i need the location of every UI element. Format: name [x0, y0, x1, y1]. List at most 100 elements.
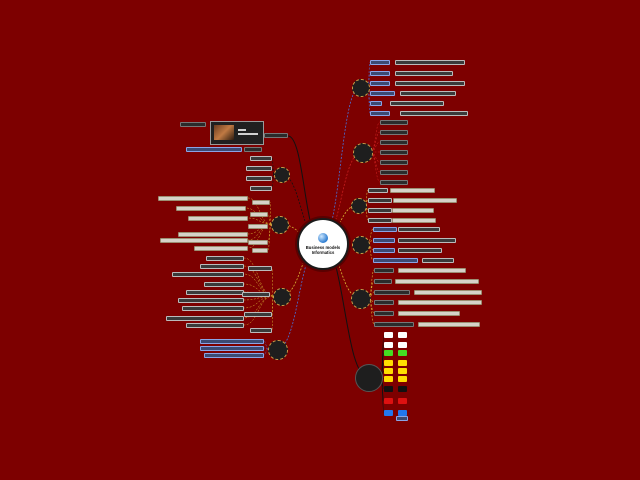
subtopic-node[interactable] — [380, 130, 408, 135]
subtopic-node[interactable] — [374, 300, 394, 305]
subtopic-node[interactable] — [380, 150, 408, 155]
subtopic-node[interactable] — [250, 186, 272, 191]
subtopic-node[interactable] — [370, 101, 382, 106]
subtopic-node[interactable] — [204, 353, 264, 358]
subtopic-node[interactable] — [400, 111, 468, 116]
subtopic-node[interactable] — [373, 258, 418, 263]
subtopic-node[interactable] — [400, 91, 456, 96]
subtopic-node[interactable] — [186, 323, 244, 328]
subtopic-node[interactable] — [180, 122, 206, 127]
subtopic-node[interactable] — [368, 208, 392, 213]
subtopic-node[interactable] — [160, 238, 248, 243]
subtopic-node[interactable] — [244, 312, 272, 317]
subtopic-node[interactable] — [395, 279, 479, 284]
subtopic-node[interactable] — [380, 140, 408, 145]
subtopic-node[interactable] — [398, 268, 466, 273]
subtopic-node[interactable] — [368, 188, 388, 193]
subtopic-node[interactable] — [395, 60, 465, 65]
subtopic-node[interactable] — [380, 160, 408, 165]
subtopic-node[interactable] — [188, 216, 248, 221]
subtopic-node[interactable] — [370, 60, 390, 65]
subtopic-node[interactable] — [398, 300, 482, 305]
subtopic-node[interactable] — [368, 218, 392, 223]
subtopic-node[interactable] — [398, 248, 442, 253]
topic-node[interactable] — [351, 289, 371, 309]
subtopic-node[interactable] — [422, 258, 454, 263]
subtopic-node[interactable] — [182, 306, 244, 311]
subtopic-node[interactable] — [248, 224, 268, 229]
subtopic-node[interactable] — [200, 264, 244, 269]
subtopic-node[interactable] — [158, 196, 248, 201]
subtopic-node[interactable] — [166, 316, 244, 321]
subtopic-node[interactable] — [380, 120, 408, 125]
subtopic-node[interactable] — [248, 266, 272, 271]
subtopic-node[interactable] — [246, 176, 272, 181]
topic-node[interactable] — [353, 143, 373, 163]
subtopic-node[interactable] — [242, 292, 270, 297]
topic-node[interactable] — [273, 288, 291, 306]
subtopic-node[interactable] — [374, 322, 414, 327]
subtopic-node[interactable] — [380, 180, 408, 185]
subtopic-node[interactable] — [380, 170, 408, 175]
status-icon — [384, 376, 393, 382]
topic-node[interactable] — [352, 79, 370, 97]
subtopic-node[interactable] — [248, 240, 268, 245]
subtopic-node[interactable] — [395, 71, 453, 76]
subtopic-node[interactable] — [186, 147, 242, 152]
subtopic-node[interactable] — [398, 311, 460, 316]
subtopic-node[interactable] — [250, 156, 272, 161]
connector-line — [243, 273, 274, 297]
subtopic-node[interactable] — [398, 238, 456, 243]
subtopic-node[interactable] — [200, 339, 264, 344]
subtopic-node[interactable] — [246, 166, 272, 171]
status-icon — [398, 386, 407, 392]
subtopic-node[interactable] — [370, 111, 390, 116]
subtopic-node[interactable] — [398, 227, 440, 232]
subtopic-node[interactable] — [250, 212, 268, 217]
subtopic-node[interactable] — [176, 206, 246, 211]
subtopic-node[interactable] — [252, 200, 270, 205]
topic-node[interactable] — [271, 216, 289, 234]
subtopic-node[interactable] — [373, 238, 395, 243]
subtopic-node[interactable] — [393, 198, 457, 203]
topic-node[interactable] — [274, 167, 290, 183]
subtopic-node[interactable] — [373, 248, 395, 253]
subtopic-node[interactable] — [264, 133, 288, 138]
subtopic-node[interactable] — [370, 81, 390, 86]
subtopic-node[interactable] — [186, 290, 244, 295]
subtopic-node[interactable] — [206, 256, 244, 261]
subtopic-node[interactable] — [395, 81, 465, 86]
image-node — [210, 121, 264, 145]
subtopic-node[interactable] — [373, 227, 397, 232]
central-topic[interactable]: Business models Informatics — [297, 218, 349, 270]
topic-node[interactable] — [355, 364, 383, 392]
subtopic-node[interactable] — [392, 208, 434, 213]
subtopic-node[interactable] — [250, 328, 272, 333]
subtopic-node[interactable] — [252, 248, 268, 253]
subtopic-node[interactable] — [374, 290, 410, 295]
subtopic-node[interactable] — [200, 346, 264, 351]
subtopic-node[interactable] — [178, 232, 248, 237]
subtopic-node[interactable] — [418, 322, 480, 327]
topic-node[interactable] — [268, 340, 288, 360]
subtopic-node[interactable] — [396, 416, 408, 421]
subtopic-node[interactable] — [370, 91, 395, 96]
subtopic-node[interactable] — [392, 218, 436, 223]
topic-node[interactable] — [351, 198, 367, 214]
subtopic-node[interactable] — [194, 246, 248, 251]
subtopic-node[interactable] — [374, 268, 394, 273]
connector-line — [247, 217, 272, 225]
subtopic-node[interactable] — [368, 198, 392, 203]
subtopic-node[interactable] — [244, 147, 262, 152]
topic-node[interactable] — [352, 236, 370, 254]
subtopic-node[interactable] — [178, 298, 244, 303]
subtopic-node[interactable] — [390, 188, 435, 193]
subtopic-node[interactable] — [374, 279, 392, 284]
subtopic-node[interactable] — [414, 290, 482, 295]
subtopic-node[interactable] — [390, 101, 444, 106]
subtopic-node[interactable] — [204, 282, 244, 287]
subtopic-node[interactable] — [370, 71, 390, 76]
connector-line — [247, 223, 272, 241]
subtopic-node[interactable] — [172, 272, 244, 277]
subtopic-node[interactable] — [374, 311, 394, 316]
